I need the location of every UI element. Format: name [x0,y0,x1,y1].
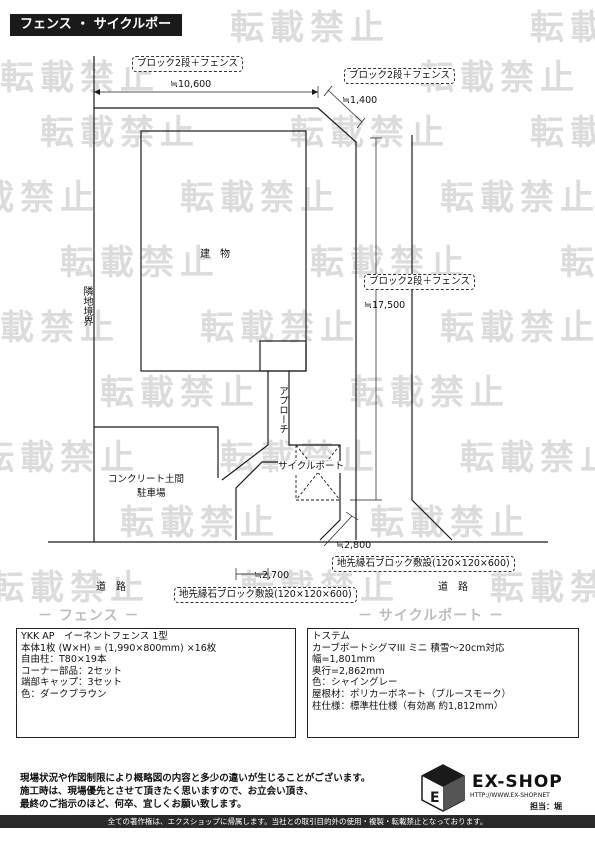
fence-spec-line: 色：ダークブラウン [21,688,107,700]
approach-path-right [288,371,341,541]
fence-spec-line: コーナー部品：2セット [21,665,123,677]
road-label-right: 道 路 [438,582,468,593]
parking-label-1: コンクリート土間 [108,474,185,485]
dim-bottom-left: ≒2,700 [254,570,290,581]
curb-label-right: 地先縁石ブロック敷設(120×120×600) [332,556,515,572]
page-title: フェンス ・ サイクルポート [10,14,182,54]
parking-outline [94,426,219,478]
fence-spec-line: 本体1枚 (W×H) = (1,990×800mm) ×16枚 [21,642,217,654]
svg-text:E: E [430,790,440,806]
note-line: 最終のご指示のほど、何卒、宜しくお願い致します。 [20,799,247,810]
curb-label-left: 地先縁石ブロック敷設(120×120×600) [174,587,357,603]
cycle-spec-line: 屋根材：ポリカーボネート（ブルースモーク） [312,688,512,700]
dim-right: ≒17,500 [364,300,406,311]
fence-spec-box: YKK AP イーネントフェンス 1型 本体1枚 (W×H) = (1,990×… [16,628,296,738]
fence-heading: － フェンス － [38,608,140,624]
cycle-spec-line: トステム [312,631,350,642]
fence-spec-line: 自由柱：T80×19本 [21,654,107,666]
approach-path-inner [235,461,314,540]
property-line-right [411,135,453,541]
fence-label-top: ブロック2段＋フェンス [132,56,243,72]
cycle-spec-line: 柱仕様：標準柱仕様（有効高 約1,812mm） [312,700,504,712]
entrance-box [259,340,307,372]
approach-label: アプローチ [277,386,288,434]
parking-label-2: 駐車場 [137,488,166,499]
cycle-spec-line: 幅=1,801mm [312,654,376,666]
fence-label-right: ブロック2段＋フェンス [364,274,475,290]
cycleport-heading: － サイクルポート － [358,608,505,624]
fence-line [94,107,357,540]
dim-corner: ≒1,400 [342,95,378,106]
fence-spec-line: YKK AP イーネントフェンス 1型 [21,631,168,642]
note-line: 現場状況や作図制限により概略図の内容と多少の違いが生じることがございます。 [20,773,371,784]
notes: 現場状況や作図制限により概略図の内容と多少の違いが生じることがございます。 施工… [20,772,370,811]
cycle-spec-line: 色：シャイングレー [312,677,398,689]
cycleport-label: サイクルポート [278,461,345,473]
building-outline [140,130,307,372]
cycleport-spec-box: トステム カーブポートシグマIII ミニ 積雪～20cm対応 幅=1,801mm… [307,628,579,738]
fence-spec-line: 端部キャップ：3セット [21,677,123,689]
cycle-spec-line: カーブポートシグマIII ミニ 積雪～20cm対応 [312,642,505,654]
logo-url: HTTP://WWW.EX-SHOP.NET [470,792,550,799]
fence-label-corner: ブロック2段＋フェンス [344,68,455,84]
cycle-spec-line: 奥行=2,862mm [312,665,385,677]
dim-line-corner [327,89,363,123]
dim-top: ≒10,600 [170,79,212,90]
boundary-label: 隣地境界 [81,286,92,326]
building-label: 建 物 [200,249,230,260]
logo-name: EX-SHOP [472,772,563,792]
dim-bottom-right: ≒2,800 [336,540,372,551]
dim-line-bottom-right [323,515,353,547]
approach-path [221,371,269,481]
road-label-left: 道 路 [96,582,126,593]
staff-label: 担当：堀 [530,802,562,811]
note-line: 施工時は、現場優先とさせて頂きたく思いますので、お立会い頂き、 [20,786,314,797]
footer-copyright: 全ての著作権は、エクスショップに帰属します。当社との取引目的外の使用・複製・転載… [0,815,595,828]
exshop-logo-icon: E [421,764,465,812]
